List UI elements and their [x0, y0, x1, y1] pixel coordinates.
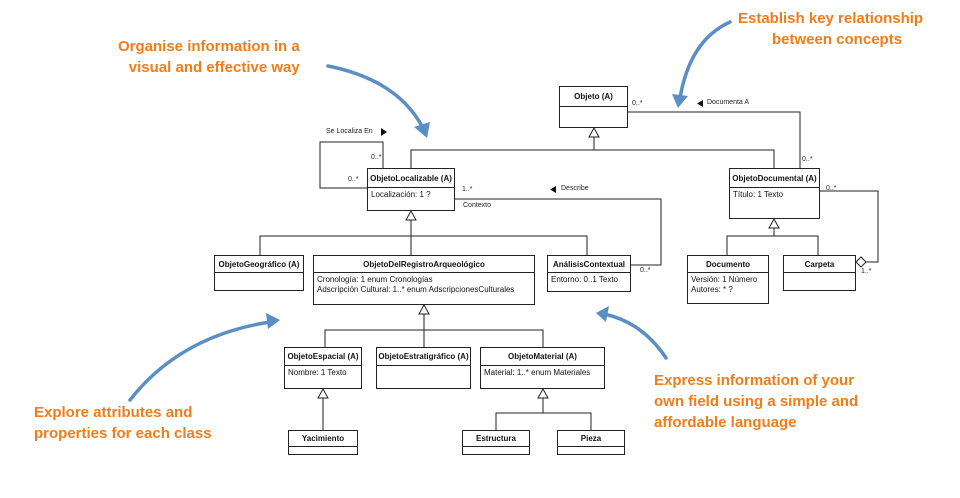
- multiplicity: 1..*: [462, 186, 473, 193]
- assoc-se-localiza: [319, 141, 384, 189]
- class-name: ObjetoDocumental (A): [730, 169, 819, 188]
- class-name: Carpeta: [784, 256, 855, 273]
- class-yacimiento: Yacimiento: [288, 430, 358, 455]
- gen-loc: [259, 235, 588, 255]
- tri-espacial: [317, 387, 329, 399]
- assoc-documenta: [628, 111, 801, 168]
- class-objeto-material: ObjetoMaterial (A) Material: 1..* enum M…: [480, 347, 605, 389]
- class-objeto: Objeto (A): [559, 86, 628, 128]
- assoc-carpeta: [820, 190, 879, 263]
- class-name: Objeto (A): [560, 87, 627, 107]
- class-name: AnálisisContextual: [548, 256, 630, 273]
- arrow-top-left: [326, 64, 425, 130]
- multiplicity: 0..*: [632, 100, 643, 107]
- class-attributes: Entorno: 0..1 Texto: [551, 275, 619, 284]
- arrowhead-top-right-icon: [672, 94, 688, 108]
- dir-describe-icon: [550, 186, 556, 193]
- class-attributes: Material: 1..* enum Materiales: [484, 368, 591, 377]
- gen-objeto: [410, 149, 775, 168]
- class-objeto-estratigrafico: ObjetoEstratigráfico (A): [376, 347, 471, 389]
- role-documenta-a: Documenta A: [707, 99, 750, 106]
- role-se-localiza-en: Se Localiza En: [326, 128, 373, 135]
- multiplicity: 0..*: [826, 185, 837, 192]
- class-analisis-contextual: AnálisisContextual Entorno: 0..1 Texto: [547, 255, 631, 292]
- arrowhead-bottom-left-icon: [266, 313, 280, 329]
- callout-relationship: Establish key relationship between conce…: [738, 10, 924, 48]
- multiplicity: 0..*: [802, 156, 813, 163]
- tri-objeto: [588, 126, 600, 138]
- callout-express: Express information of your own field us…: [654, 372, 859, 431]
- arrow-bottom-right: [602, 312, 668, 360]
- class-objeto-registro: ObjetoDelRegistroArqueológico Cronología…: [313, 255, 535, 305]
- role-describe: Describe: [561, 185, 589, 192]
- class-name: ObjetoMaterial (A): [481, 348, 604, 366]
- class-attributes: Versión: 1 Número Autores: * ?: [691, 275, 758, 294]
- dir-documenta-icon: [697, 100, 703, 107]
- callout-explore: Explore attributes and properties for ea…: [34, 404, 212, 442]
- multiplicity: 1..*: [861, 268, 872, 275]
- tri-loc: [405, 209, 417, 221]
- gen-doc: [726, 235, 819, 255]
- tri-doc: [768, 217, 780, 229]
- arrow-bottom-left: [128, 320, 272, 402]
- class-pieza: Pieza: [557, 430, 625, 455]
- class-attributes: Nombre: 1 Texto: [288, 368, 347, 377]
- arrowhead-bottom-right-icon: [596, 306, 609, 322]
- arrow-top-right: [678, 20, 732, 100]
- tri-reg: [418, 303, 430, 315]
- class-name: Pieza: [558, 431, 624, 447]
- multiplicity: 0..*: [371, 154, 382, 161]
- class-documento: Documento Versión: 1 Número Autores: * ?: [687, 255, 769, 304]
- tri-mat: [537, 387, 549, 399]
- class-attributes: Título: 1 Texto: [733, 190, 784, 199]
- class-objeto-geografico: ObjetoGeográfico (A): [214, 255, 304, 291]
- dir-se-localiza-icon: [381, 128, 387, 136]
- diamond-carpeta: [855, 256, 867, 268]
- gen-reg: [324, 329, 544, 347]
- class-name: ObjetoDelRegistroArqueológico: [314, 256, 534, 273]
- class-attributes: Cronología: 1 enum Cronologías Adscripci…: [317, 275, 515, 294]
- class-name: Estructura: [463, 431, 529, 447]
- class-carpeta: Carpeta: [783, 255, 856, 291]
- class-name: Documento: [688, 256, 768, 273]
- class-name: ObjetoLocalizable (A): [368, 169, 454, 188]
- class-name: ObjetoEstratigráfico (A): [377, 348, 470, 366]
- assoc-describe: [455, 198, 662, 266]
- class-objeto-documental: ObjetoDocumental (A) Título: 1 Texto: [729, 168, 820, 219]
- class-estructura: Estructura: [462, 430, 530, 455]
- class-objeto-espacial: ObjetoEspacial (A) Nombre: 1 Texto: [284, 347, 362, 389]
- class-attributes: Localización: 1 ?: [371, 190, 431, 199]
- role-contexto: Contexto: [463, 202, 492, 209]
- gen-mat: [495, 412, 592, 430]
- class-name: Yacimiento: [289, 431, 357, 447]
- class-name: ObjetoGeográfico (A): [215, 256, 303, 273]
- class-name: ObjetoEspacial (A): [285, 348, 361, 366]
- multiplicity: 0..*: [348, 176, 359, 183]
- class-objeto-localizable: ObjetoLocalizable (A) Localización: 1 ?: [367, 168, 455, 211]
- multiplicity: 0..*: [640, 267, 651, 274]
- callout-organise: Organise information in a visual and eff…: [118, 38, 300, 76]
- arrowhead-top-left-icon: [414, 122, 430, 138]
